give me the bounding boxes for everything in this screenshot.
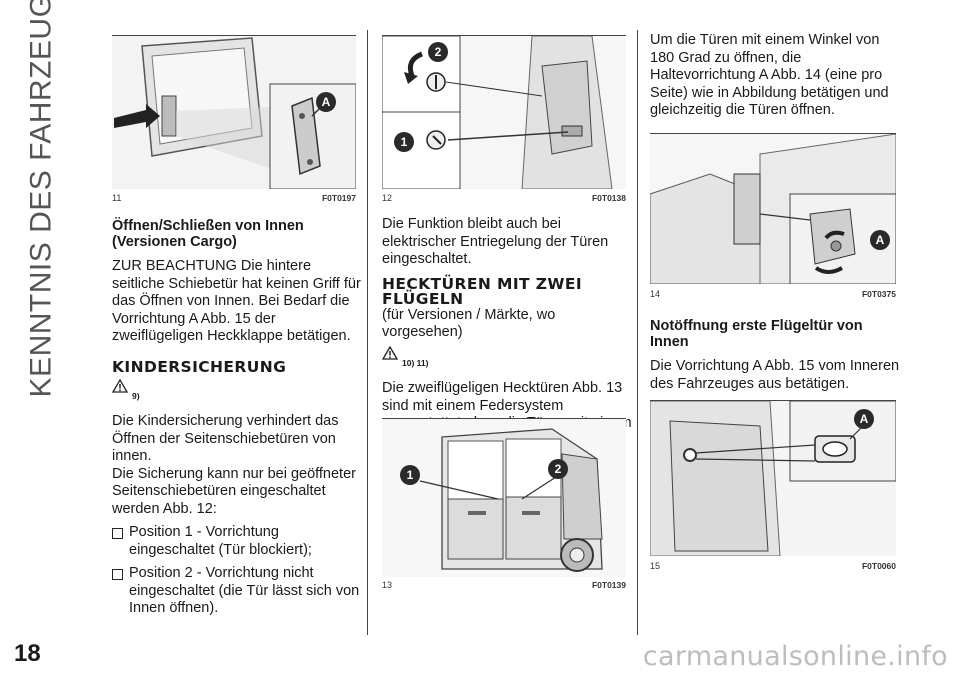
heading-emergency-opening: Notöffnung erste Flügeltür von Innen bbox=[650, 318, 863, 350]
figure-11-label-a: A bbox=[316, 92, 336, 112]
figure-14-caption: 14 F0T0375 bbox=[650, 289, 896, 303]
figure-12-code: F0T0138 bbox=[591, 193, 626, 203]
page-number: 18 bbox=[14, 640, 41, 667]
figure-13: 1 2 13 F0T0139 bbox=[382, 418, 626, 593]
paragraph-child-safety-intro: Die Kindersicherung verhindert das Öffne… bbox=[112, 413, 339, 464]
column-1-text: Öffnen/Schließen von Innen (Versionen Ca… bbox=[112, 218, 362, 618]
chapter-side-title-text: KENNTNIS DES FAHRZEUGES bbox=[24, 0, 57, 398]
column-2-text: Die Funktion bleibt auch bei elektrische… bbox=[382, 216, 634, 450]
paragraph-attention-sliding-door: ZUR BEACHTUNG Die hintere seitliche Schi… bbox=[112, 258, 361, 344]
watermark-text: carmanualsonline.info bbox=[642, 641, 948, 672]
figure-15-label-a: A bbox=[854, 409, 874, 429]
figure-12: 2 1 12 F0T0138 bbox=[382, 35, 626, 205]
figure-13-code: F0T0139 bbox=[591, 580, 626, 590]
figure-15: A 15 F0T0060 bbox=[650, 400, 896, 575]
figure-12-label-1: 1 bbox=[394, 132, 414, 152]
column-divider-2 bbox=[637, 30, 638, 635]
figure-14: A 14 F0T0375 bbox=[650, 133, 896, 308]
figure-13-number: 13 bbox=[382, 580, 393, 590]
column-divider-1 bbox=[367, 30, 368, 635]
section-subheading-versions: (für Versionen / Märkte, wo vorgesehen) bbox=[382, 306, 556, 341]
list-item-position-2: Position 2 - Vorrichtung nicht eingescha… bbox=[112, 565, 362, 618]
checkbox-bullet-icon bbox=[112, 569, 123, 580]
figure-13-caption: 13 F0T0139 bbox=[382, 580, 626, 594]
figure-15-caption: 15 F0T0060 bbox=[650, 561, 896, 575]
column-3-text-bottom: Notöffnung erste Flügeltür von Innen Die… bbox=[650, 318, 905, 393]
paragraph-child-safety-positions: Die Sicherung kann nur bei geöffneter Se… bbox=[112, 465, 356, 517]
figure-11: A 11 F0T0197 bbox=[112, 35, 356, 205]
checkbox-bullet-icon bbox=[112, 528, 123, 539]
list-item-position-2-text: Position 2 - Vorrichtung nicht eingescha… bbox=[129, 565, 360, 616]
figure-12-caption: 12 F0T0138 bbox=[382, 193, 626, 207]
chapter-side-title: KENNTNIS DES FAHRZEUGES bbox=[6, 0, 76, 397]
figure-14-label-a: A bbox=[870, 230, 890, 250]
list-item-position-1: Position 1 - Vorrichtung eingeschaltet (… bbox=[112, 524, 362, 559]
paragraph-electric-unlocking: Die Funktion bleibt auch bei elektrische… bbox=[382, 216, 609, 267]
figure-13-label-1: 1 bbox=[400, 465, 420, 485]
figure-14-code: F0T0375 bbox=[861, 289, 896, 299]
figure-14-number: 14 bbox=[650, 289, 661, 299]
figure-13-image: 1 2 bbox=[382, 418, 626, 577]
figure-11-image: A bbox=[112, 35, 356, 189]
warning-triangle-icon bbox=[382, 345, 398, 360]
figure-12-image: 2 1 bbox=[382, 35, 626, 189]
figure-15-code: F0T0060 bbox=[861, 561, 896, 571]
warning-triangle-icon bbox=[112, 378, 128, 393]
warning-ref-text: 10) 11) bbox=[402, 357, 429, 368]
figure-11-code: F0T0197 bbox=[321, 193, 356, 203]
figure-15-image: A bbox=[650, 400, 896, 556]
paragraph-emergency-opening: Die Vorrichtung A Abb. 15 vom Inneren de… bbox=[650, 358, 900, 392]
figure-14-image: A bbox=[650, 133, 896, 284]
column-3-text-top: Um die Türen mit einem Winkel von 180 Gr… bbox=[650, 32, 905, 120]
section-heading-rear-doors: HECKTÜREN MIT ZWEI FLÜGELN bbox=[382, 274, 583, 308]
section-heading-child-safety: KINDERSICHERUNG bbox=[112, 357, 287, 376]
list-item-position-1-text: Position 1 - Vorrichtung eingeschaltet (… bbox=[129, 524, 312, 558]
warning-reference-9: 9) bbox=[112, 378, 362, 406]
figure-15-number: 15 bbox=[650, 561, 661, 571]
figure-12-number: 12 bbox=[382, 193, 393, 203]
warning-ref-text: 9) bbox=[132, 390, 140, 401]
heading-opening-from-inside: Öffnen/Schließen von Innen (Versionen Ca… bbox=[112, 218, 304, 250]
figure-12-label-2: 2 bbox=[428, 42, 448, 62]
warning-reference-10-11: 10) 11) bbox=[382, 345, 634, 373]
paragraph-180-degree-opening: Um die Türen mit einem Winkel von 180 Gr… bbox=[650, 32, 889, 118]
figure-11-caption: 11 F0T0197 bbox=[112, 193, 356, 207]
figure-11-number: 11 bbox=[112, 193, 122, 203]
figure-13-label-2: 2 bbox=[548, 459, 568, 479]
